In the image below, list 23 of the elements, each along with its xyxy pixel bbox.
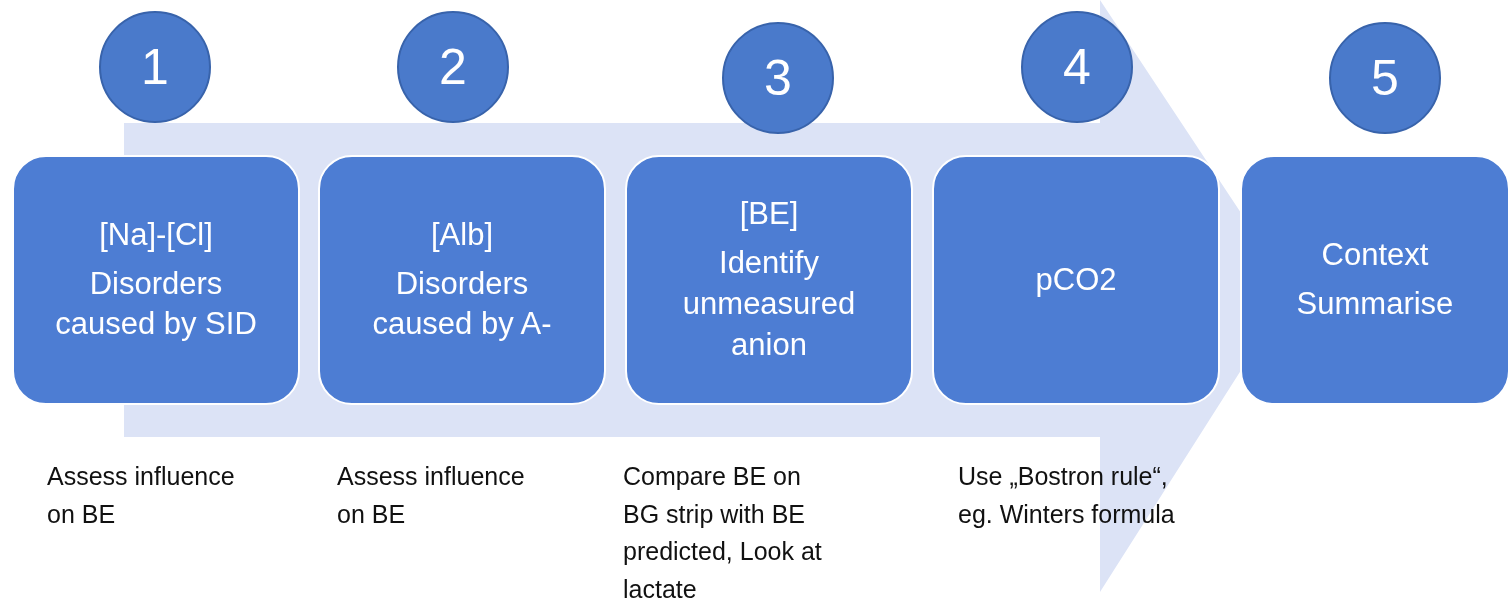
- step-box: [318, 155, 606, 405]
- step-box: [12, 155, 300, 405]
- step-number-circle: 2: [397, 11, 509, 123]
- step-text: Summarise: [1296, 285, 1454, 323]
- note-text: Assess influence on BE: [47, 461, 236, 530]
- step-number-circle: 3: [722, 22, 834, 134]
- step-text: Identify unmeasured anion: [681, 244, 857, 364]
- step-box: [1240, 155, 1510, 405]
- step-box: [625, 155, 913, 405]
- step-heading: Context: [1321, 236, 1429, 275]
- step-number-circle: 4: [1021, 11, 1133, 123]
- step-heading: [Na]-[Cl]: [99, 215, 213, 254]
- note-text: Assess influence on BE: [337, 461, 526, 530]
- step-text: Disorders caused by SID: [54, 264, 258, 344]
- step-number-circle: 1: [99, 11, 211, 123]
- step-heading: [Alb]: [431, 215, 493, 254]
- note-text: Use „Bostron rule“, eg. Winters formula: [958, 461, 1176, 530]
- step-box: [932, 155, 1220, 405]
- step-number-circle: 5: [1329, 22, 1441, 134]
- step-heading: [BE]: [739, 195, 799, 234]
- step-text: Disorders caused by A-: [371, 264, 553, 344]
- note-text: Compare BE on BG strip with BE predicted, Look at lactate: [623, 461, 823, 605]
- step-text: pCO2: [1035, 260, 1117, 299]
